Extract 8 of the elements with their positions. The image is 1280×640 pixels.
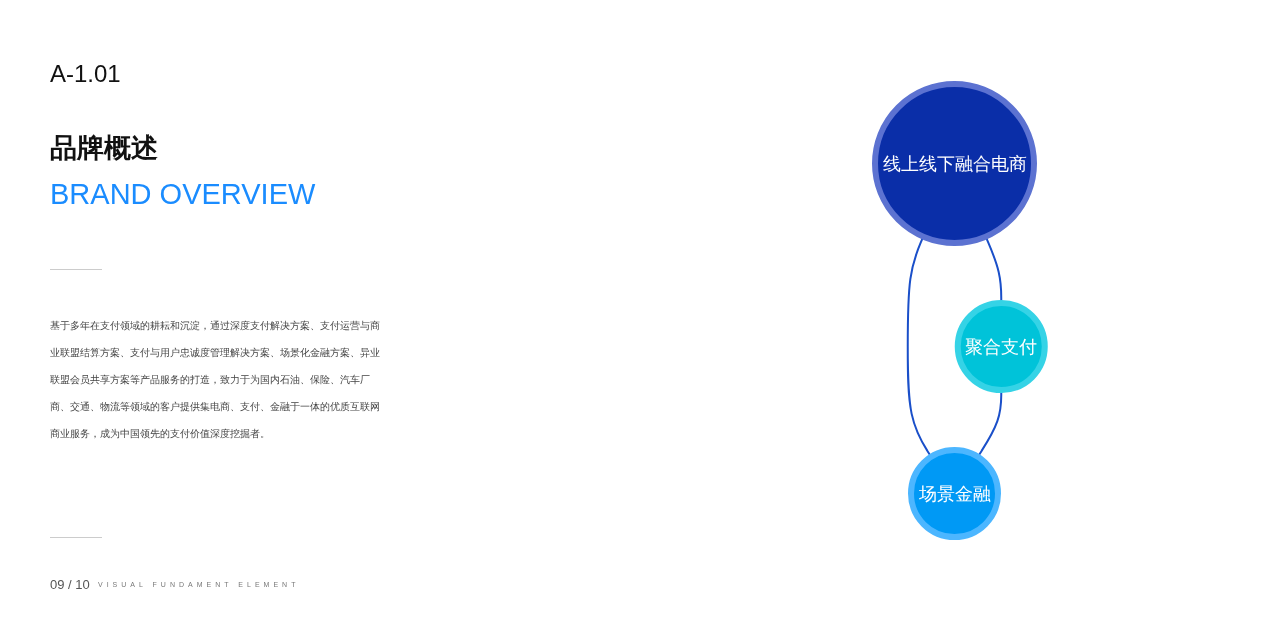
page-title: 品牌概述 xyxy=(50,131,158,165)
node-circle: 场景金融 xyxy=(908,446,1002,540)
page-number: 09 / 10 xyxy=(50,577,90,592)
node-circle: 线上线下融合电商 xyxy=(872,80,1038,246)
section-number: A-1.01 xyxy=(50,60,121,88)
subtitle: BRAND OVERVIEW xyxy=(50,178,316,211)
node-circle: 聚合支付 xyxy=(954,299,1048,393)
description-paragraph: 基于多年在支付领域的耕耘和沉淀，通过深度支付解决方案、支付运营与商业联盟结算方案、支付与用户忠诚度管理解决方案、场景化金融方案、异业联盟会员共享方案等产品服务的打造，致力于为国内石油、保险、汽车厂商、交通、物流等领域的客户提供集电商、支付、金融于一体的优质互联网商业服务，成为中国领先的支付价值深度挖掘者。 xyxy=(50,319,380,441)
